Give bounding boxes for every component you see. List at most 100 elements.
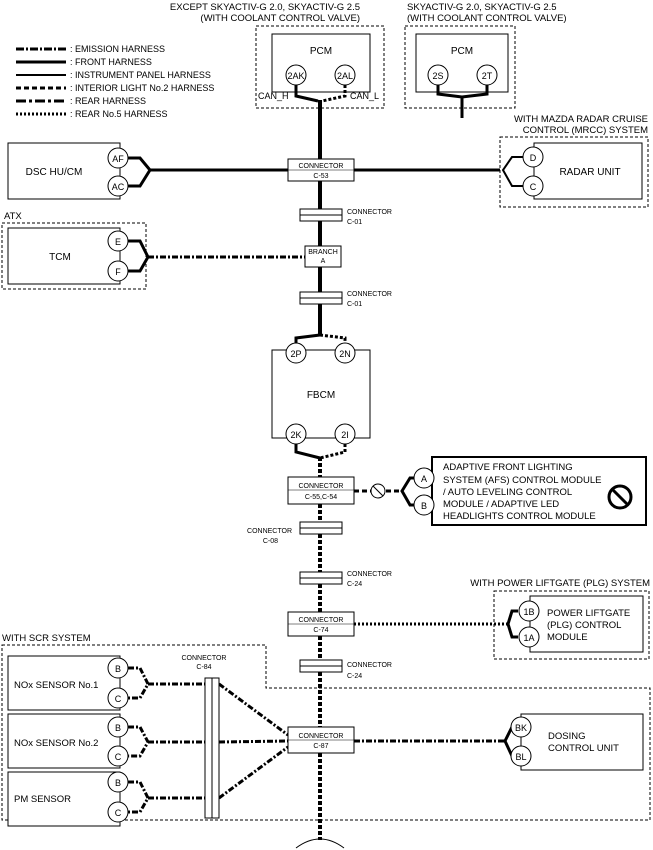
legend-label-interior: : INTERIOR LIGHT No.2 HARNESS bbox=[70, 83, 214, 93]
wire-pcm1-left bbox=[294, 85, 319, 103]
plg-line1: POWER LIFTGATE bbox=[547, 608, 630, 619]
plg-title: WITH POWER LIFTGATE (PLG) SYSTEM bbox=[470, 578, 650, 589]
plg-pin-1b-label: 1B bbox=[523, 607, 534, 617]
radar-pin-d bbox=[522, 146, 544, 168]
wire-pcm1-right bbox=[321, 85, 347, 103]
header-left-line1: EXCEPT SKYACTIV-G 2.0, SKYACTIV-G 2.5 bbox=[170, 2, 360, 13]
connector-c53-l2: C-53 bbox=[313, 173, 328, 180]
connector-c24a: CONNECTOR C-24 bbox=[299, 571, 392, 588]
legend-label-emission: : EMISSION HARNESS bbox=[70, 44, 165, 54]
connector-c87-l2: C-87 bbox=[313, 743, 328, 750]
radar-module: WITH MAZDA RADAR CRUISE CONTROL (MRCC) S… bbox=[499, 114, 649, 208]
wire-fbcm-2k-down bbox=[294, 444, 321, 460]
dsc-pin-ac bbox=[107, 175, 129, 197]
dosing-pin-bl-label: BL bbox=[515, 752, 526, 762]
sensor-wires bbox=[128, 666, 289, 814]
nox1-pin-b bbox=[107, 657, 129, 679]
afs-line2: SYSTEM (AFS) CONTROL MODULE bbox=[443, 475, 602, 486]
connector-c55: CONNECTOR C-55,C-54 bbox=[287, 476, 355, 505]
plg-pin-1a bbox=[518, 626, 540, 648]
fbcm-pin-2k-label: 2K bbox=[290, 430, 301, 440]
dosing-pin-bk bbox=[510, 716, 532, 738]
tcm-pin-e-label: E bbox=[115, 237, 121, 247]
connector-c01b-l2: C-01 bbox=[347, 301, 362, 308]
dsc-pin-ac-label: AC bbox=[112, 182, 125, 192]
pm-pin-b bbox=[107, 771, 129, 793]
radar-label: RADAR UNIT bbox=[559, 167, 620, 178]
wire-break-mark bbox=[295, 838, 345, 849]
pm-label: PM SENSOR bbox=[14, 794, 71, 805]
connector-c84-l2: C-84 bbox=[196, 664, 211, 671]
fbcm-pin-2p bbox=[285, 342, 307, 364]
pm-pin-b-label: B bbox=[115, 778, 121, 788]
dsc-label: DSC HU/CM bbox=[26, 167, 83, 178]
scr-title: WITH SCR SYSTEM bbox=[2, 633, 91, 644]
afs-line4: MODULE / ADAPTIVE LED bbox=[443, 499, 559, 510]
connector-c74-l2: C-74 bbox=[313, 627, 328, 634]
radar-pin-c bbox=[522, 175, 544, 197]
branch-a-l2: A bbox=[321, 258, 326, 265]
wire-fbcm-2i-down bbox=[319, 444, 347, 460]
pm-pin-c-label: C bbox=[115, 808, 122, 818]
wire-c84-to-c87 bbox=[218, 682, 289, 800]
fbcm-pin-2n-label: 2N bbox=[339, 349, 351, 359]
tcm-dashed-outline bbox=[1, 222, 147, 290]
connector-c74-l1: CONNECTOR bbox=[299, 617, 344, 624]
fbcm-label: FBCM bbox=[307, 390, 335, 401]
pcm-2-label: PCM bbox=[451, 46, 473, 57]
nox2-label: NOx SENSOR No.2 bbox=[14, 738, 98, 749]
dsc-box bbox=[7, 142, 121, 200]
connector-c08-l2: C-08 bbox=[263, 538, 278, 545]
connector-c55-box bbox=[287, 476, 355, 505]
legend-label-instrument: : INSTRUMENT PANEL HARNESS bbox=[70, 70, 211, 80]
pcm-2-box bbox=[415, 33, 509, 93]
header-right-line2: (WITH COOLANT CONTROL VALVE) bbox=[407, 13, 567, 24]
fbcm-pin-2i bbox=[334, 423, 356, 445]
nox2-box bbox=[7, 713, 121, 769]
afs-pin-a bbox=[413, 467, 435, 489]
nox1-pin-c bbox=[107, 687, 129, 709]
legend-label-front: : FRONT HARNESS bbox=[70, 57, 152, 67]
plg-pin-1a-label: 1A bbox=[523, 633, 534, 643]
tcm-title: ATX bbox=[4, 211, 22, 222]
fbcm-pin-2n bbox=[334, 342, 356, 364]
plg-dashed-outline bbox=[493, 590, 650, 660]
pcm-2-dashed-outline bbox=[404, 25, 516, 109]
header-left-line2: (WITH COOLANT CONTROL VALVE) bbox=[200, 13, 360, 24]
fbcm-module: FBCM 2P 2N 2K 2I bbox=[271, 342, 371, 445]
connector-c24a-l1: CONNECTOR bbox=[347, 571, 392, 578]
connector-c53: CONNECTOR C-53 bbox=[287, 158, 355, 182]
wire-nox2 bbox=[128, 725, 205, 758]
plg-line2: (PLG) CONTROL bbox=[547, 620, 621, 631]
plg-module: WITH POWER LIFTGATE (PLG) SYSTEM POWER L… bbox=[470, 578, 650, 660]
fbcm-pin-2i-label: 2I bbox=[341, 430, 349, 440]
plg-line3: MODULE bbox=[547, 632, 588, 643]
wire-c01b-to-fbcm-2n bbox=[319, 333, 347, 344]
nox2-pin-c bbox=[107, 745, 129, 767]
legend-label-rear5: : REAR No.5 HARNESS bbox=[70, 109, 168, 119]
pcm-2-pin-2s-label: 2S bbox=[432, 71, 443, 81]
wire-pm bbox=[128, 780, 205, 814]
no-entry-small-icon-slash bbox=[372, 485, 384, 497]
plg-pin-1b bbox=[518, 600, 540, 622]
radar-dashed-outline bbox=[499, 136, 649, 208]
wire-tcm-fork bbox=[128, 239, 150, 273]
connector-c53-l1: CONNECTOR bbox=[299, 163, 344, 170]
fbcm-box bbox=[271, 349, 371, 439]
nox1-pin-b-label: B bbox=[115, 664, 121, 674]
connector-c01a-l2: C-01 bbox=[347, 219, 362, 226]
connector-c84-l1: CONNECTOR bbox=[182, 655, 227, 662]
nox2-pin-b-label: B bbox=[115, 723, 121, 733]
pcm-1-pin-2ak-label: 2AK bbox=[287, 71, 304, 81]
pcm-2-wire bbox=[436, 85, 489, 118]
scr-dashed-outline bbox=[1, 644, 651, 821]
nox1-pin-c-label: C bbox=[115, 694, 122, 704]
connector-c74: CONNECTOR C-74 bbox=[287, 611, 355, 637]
connector-c01b: CONNECTOR C-01 bbox=[299, 291, 392, 308]
branch-a-l1: BRANCH bbox=[308, 249, 338, 256]
pcm-2-pin-2t-label: 2T bbox=[482, 71, 493, 81]
wire-plg-fork bbox=[506, 609, 518, 639]
connector-c24b-l1: CONNECTOR bbox=[347, 662, 392, 669]
legend-label-rear: : REAR HARNESS bbox=[70, 96, 146, 106]
connector-c08: CONNECTOR C-08 bbox=[247, 521, 343, 545]
